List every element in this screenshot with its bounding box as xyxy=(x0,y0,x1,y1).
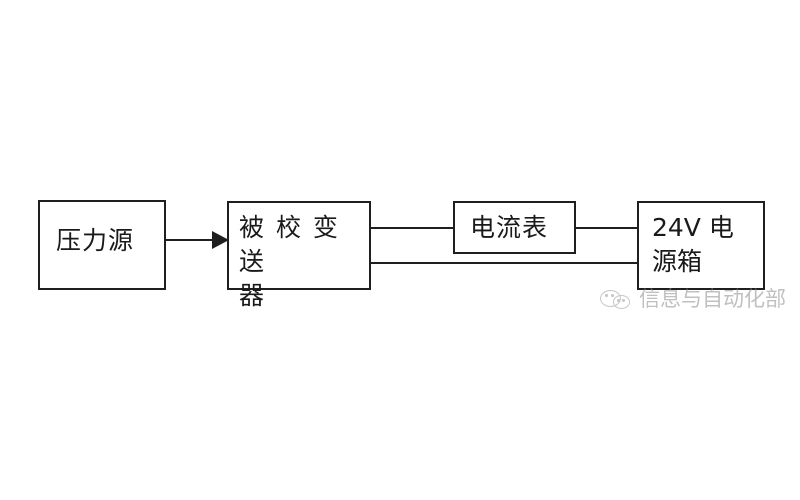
connector-return-loop xyxy=(371,262,639,264)
wechat-logo-icon xyxy=(600,286,632,310)
node-pressure-source: 压力源 xyxy=(38,200,166,290)
arrowhead-icon xyxy=(212,231,229,249)
node-transmitter-label: 被 校 变 送 器 xyxy=(239,213,340,310)
watermark-text: 信息与自动化部 xyxy=(639,287,786,311)
connector-source-to-transmitter xyxy=(166,239,219,241)
node-ammeter-label: 电流表 xyxy=(470,213,549,242)
watermark: 信息与自动化部 xyxy=(600,283,786,313)
node-power-supply-label: 24V 电 源箱 xyxy=(652,213,734,276)
connector-ammeter-to-power xyxy=(574,227,639,229)
node-transmitter: 被 校 变 送 器 xyxy=(227,201,371,310)
connector-transmitter-to-ammeter xyxy=(371,227,455,229)
node-pressure-source-label: 压力源 xyxy=(56,226,135,255)
node-ammeter: 电流表 xyxy=(453,201,576,254)
node-power-supply: 24V 电 源箱 xyxy=(637,201,765,290)
